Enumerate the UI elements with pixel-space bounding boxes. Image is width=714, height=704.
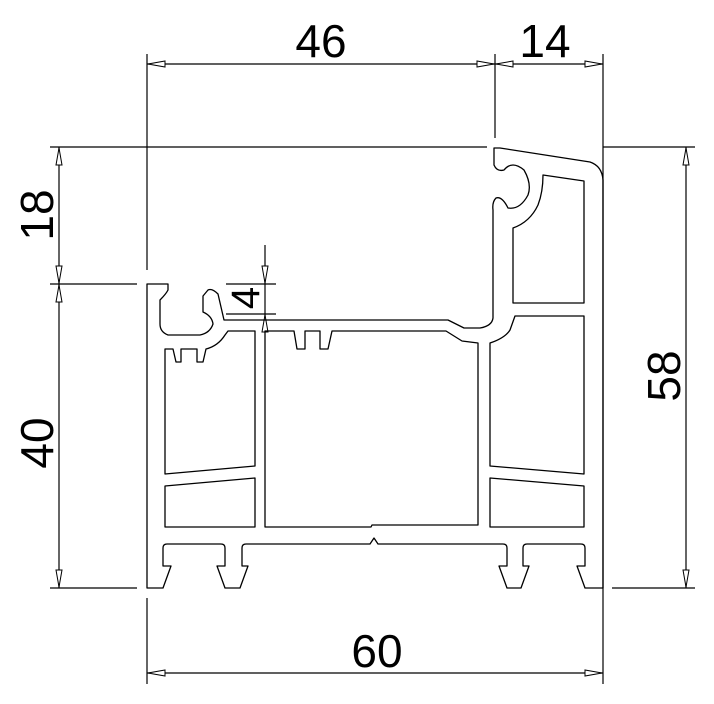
chamber-right-upper [489,315,585,475]
dim-top-left-width: 46 [295,15,346,67]
chamber-right-lower [489,477,585,528]
dim-left-lower-height: 40 [11,417,63,468]
chamber-left-upper [164,330,256,475]
dim-step-height: 4 [224,287,268,309]
dim-top-right-width: 14 [519,15,570,67]
arrowheads [55,60,690,677]
dimension-lines [58,63,687,674]
dim-right-total-height: 58 [638,350,690,401]
chamber-left-lower [164,477,256,528]
profile-outline [146,147,604,589]
chamber-top-right [512,174,585,304]
dim-bottom-total-width: 60 [351,625,402,677]
dim-left-upper-height: 18 [11,189,63,240]
outer-contour [146,147,604,589]
chamber-center [264,330,479,528]
